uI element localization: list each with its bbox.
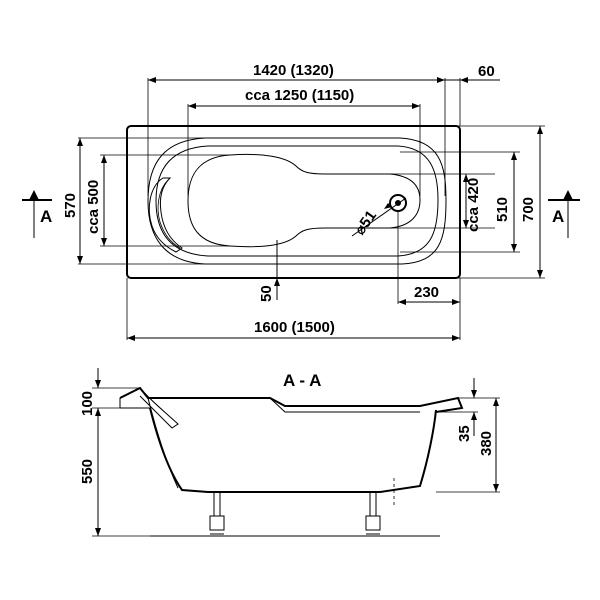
headrest-inner [157, 179, 181, 249]
headrest-profile [139, 387, 179, 429]
headrest [148, 177, 183, 253]
dim-380: 380 [478, 431, 495, 456]
dim-drain-distance: 230 [414, 284, 439, 301]
dim-rim-height: 100 [79, 391, 96, 416]
section-mark-right: A [552, 207, 564, 226]
section-title: A - A [283, 371, 321, 390]
leg-left [209, 492, 225, 535]
tub-rim [119, 386, 464, 413]
tub-body-profile [149, 407, 437, 493]
dim-head-width: cca 500 [85, 180, 102, 234]
dim-35: 35 [456, 425, 473, 442]
tub-inner-rim [147, 137, 447, 265]
tub-basin-floor [187, 153, 421, 248]
side-view: A - A [79, 368, 500, 537]
tub-inner-rim-2 [155, 145, 439, 257]
dim-outer-length: 1600 (1500) [254, 319, 335, 336]
dim-foot-width: cca 420 [465, 178, 482, 232]
top-view: 1420 (1320) 60 cca 1250 (1150) 570 cca 5… [22, 62, 580, 341]
dim-rim-60: 60 [478, 63, 495, 80]
dim-bottom-length: cca 1250 (1150) [245, 87, 354, 104]
dim-inner-width: 570 [62, 193, 79, 218]
dim-width-510: 510 [494, 197, 511, 222]
dim-leg-height: 550 [79, 459, 96, 484]
dim-inner-length: 1420 (1320) [253, 62, 334, 79]
section-mark-left: A [40, 207, 52, 226]
dim-outer-width: 700 [520, 197, 537, 222]
dim-drain-offset: 50 [258, 285, 275, 302]
tub-outer-outline [126, 125, 461, 279]
leg-right [365, 492, 381, 535]
